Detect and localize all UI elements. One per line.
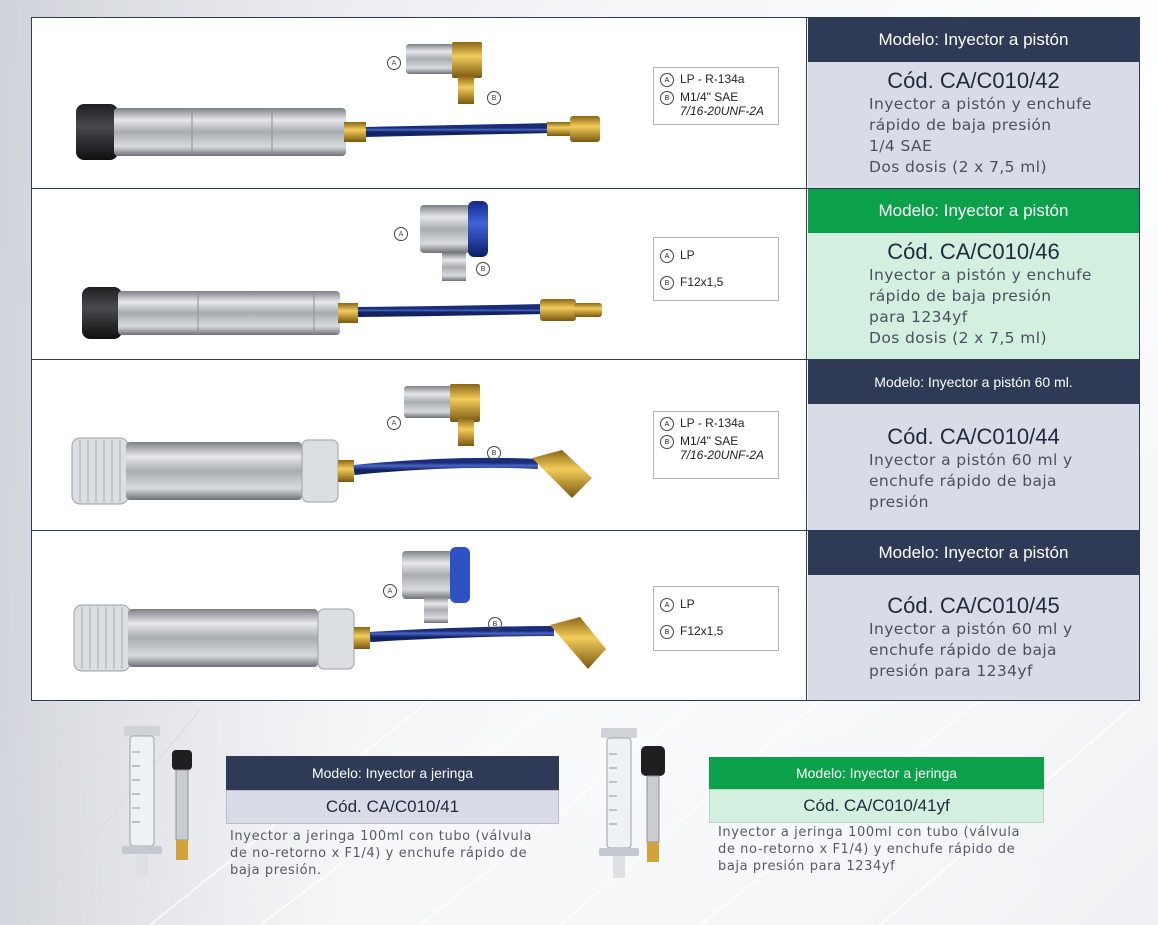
spec-a: LP xyxy=(680,248,695,262)
letter-b-icon: B xyxy=(660,625,674,639)
desc-line: Inyector a jeringa 100ml con tubo (válvu… xyxy=(230,829,533,844)
desc-line: Dos dosis (2 x 7,5 ml) xyxy=(869,329,1047,347)
desc-line: Inyector a jeringa 100ml con tubo (válvu… xyxy=(718,825,1021,840)
callout-a-icon: A xyxy=(383,584,397,598)
desc-line: de no-retorno x F1/4) y enchufe rápido d… xyxy=(718,842,1016,857)
product-image-cell: A B A LP B F12x1,5 xyxy=(32,189,807,359)
model-bar: Modelo: Inyector a pistón 60 ml. xyxy=(808,360,1139,404)
callout-b-icon: B xyxy=(488,617,502,631)
product-description: Inyector a pistón 60 ml y enchufe rápido… xyxy=(808,450,1139,513)
piston-injector-image xyxy=(82,201,602,339)
letter-a-icon: A xyxy=(660,598,674,612)
model-bar: Modelo: Inyector a jeringa xyxy=(226,756,559,790)
model-bar: Modelo: Inyector a jeringa xyxy=(709,757,1044,789)
product-info: Modelo: Inyector a pistón Cód. CA/C010/4… xyxy=(808,531,1139,700)
product-row: A B A LP B F12x1,5 Modelo: Inyector a pist… xyxy=(32,189,1139,360)
spec-b: F12x1,5 xyxy=(680,275,724,289)
syringe-model-card: Modelo: Inyector a jeringa Cód. CA/C010/… xyxy=(226,756,559,824)
product-code: Cód. CA/C010/41 xyxy=(226,790,559,824)
spec-a: LP - R-134a xyxy=(680,416,745,430)
product-info: Modelo: Inyector a pistón 60 ml. Cód. CA… xyxy=(808,360,1139,530)
desc-line: rápido de baja presión xyxy=(869,116,1052,134)
spec-a: LP xyxy=(680,597,695,611)
desc-line: enchufe rápido de baja xyxy=(869,472,1057,490)
desc-line: baja presión. xyxy=(230,863,322,878)
description-panel: Cód. CA/C010/42 Inyector a pistón y ench… xyxy=(808,62,1139,188)
desc-line: Inyector a pistón 60 ml y xyxy=(869,451,1073,469)
syringe-model-card: Modelo: Inyector a jeringa Cód. CA/C010/… xyxy=(709,757,1044,823)
model-bar: Modelo: Inyector a pistón xyxy=(808,18,1139,62)
letter-a-icon: A xyxy=(660,73,674,87)
callout-b-icon: B xyxy=(476,262,490,276)
piston-injector-image xyxy=(76,42,600,160)
product-description: Inyector a pistón y enchufe rápido de ba… xyxy=(808,265,1139,349)
spec-a: LP - R-134a xyxy=(680,72,745,86)
desc-line: presión para 1234yf xyxy=(869,662,1033,680)
product-row: A B A LP B F12x1,5 Modelo: Inyector a pist… xyxy=(32,531,1139,700)
product-image-cell: A B A LP B F12x1,5 xyxy=(32,531,807,700)
letter-a-icon: A xyxy=(660,249,674,263)
desc-line: enchufe rápido de baja xyxy=(869,641,1057,659)
description-panel: Cód. CA/C010/46 Inyector a pistón y ench… xyxy=(808,233,1139,359)
desc-line: Inyector a pistón y enchufe xyxy=(869,95,1092,113)
syringe-description: Inyector a jeringa 100ml con tubo (válvu… xyxy=(230,828,570,879)
callout-a-icon: A xyxy=(387,56,401,70)
product-info: Modelo: Inyector a pistón Cód. CA/C010/4… xyxy=(808,189,1139,359)
description-panel: Cód. CA/C010/45 Inyector a pistón 60 ml … xyxy=(808,575,1139,700)
desc-line: Inyector a pistón y enchufe xyxy=(869,266,1092,284)
desc-line: 1/4 SAE xyxy=(869,137,933,155)
product-code: Cód. CA/C010/42 xyxy=(887,68,1060,93)
callout-b-icon: B xyxy=(487,446,501,460)
spec-b: F12x1,5 xyxy=(680,624,724,638)
spec-b-thread: 7/16-20UNF-2A xyxy=(680,448,765,462)
product-info: Modelo: Inyector a pistón Cód. CA/C010/4… xyxy=(808,18,1139,188)
callout-a-icon: A xyxy=(387,416,401,430)
product-description: Inyector a pistón y enchufe rápido de ba… xyxy=(808,94,1139,178)
syringe-injector-image xyxy=(599,728,665,878)
letter-a-icon: A xyxy=(660,417,674,431)
product-code: Cód. CA/C010/41yf xyxy=(709,789,1044,823)
product-code: Cód. CA/C010/45 xyxy=(887,593,1060,618)
description-panel: Cód. CA/C010/44 Inyector a pistón 60 ml … xyxy=(808,404,1139,530)
desc-line: para 1234yf xyxy=(869,308,968,326)
model-bar: Modelo: Inyector a pistón xyxy=(808,531,1139,575)
spec-b: M1/4" SAE xyxy=(680,90,739,104)
letter-b-icon: B xyxy=(660,435,674,449)
letter-b-icon: B xyxy=(660,276,674,290)
spec-legend: A LP B F12x1,5 xyxy=(653,586,779,651)
piston-injector-image xyxy=(71,384,592,505)
desc-line: baja presión para 1234yf xyxy=(718,859,896,874)
desc-line: presión xyxy=(869,493,929,511)
callout-b-icon: B xyxy=(487,91,501,105)
syringe-injector-image xyxy=(122,726,192,876)
spec-b: M1/4" SAE xyxy=(680,434,739,448)
model-bar: Modelo: Inyector a pistón xyxy=(808,189,1139,233)
desc-line: Dos dosis (2 x 7,5 ml) xyxy=(869,158,1047,176)
spec-b-thread: 7/16-20UNF-2A xyxy=(680,104,765,118)
piston-injector-image xyxy=(73,547,606,672)
desc-line: rápido de baja presión xyxy=(869,287,1052,305)
product-code: Cód. CA/C010/44 xyxy=(887,424,1060,449)
desc-line: Inyector a pistón 60 ml y xyxy=(869,620,1073,638)
product-description: Inyector a pistón 60 ml y enchufe rápido… xyxy=(808,619,1139,682)
product-code: Cód. CA/C010/46 xyxy=(887,239,1060,264)
spec-legend: A LP B F12x1,5 xyxy=(653,237,779,301)
desc-line: de no-retorno x F1/4) y enchufe rápido d… xyxy=(230,846,528,861)
letter-b-icon: B xyxy=(660,91,674,105)
syringe-description: Inyector a jeringa 100ml con tubo (válvu… xyxy=(718,824,1058,875)
callout-a-icon: A xyxy=(394,227,408,241)
